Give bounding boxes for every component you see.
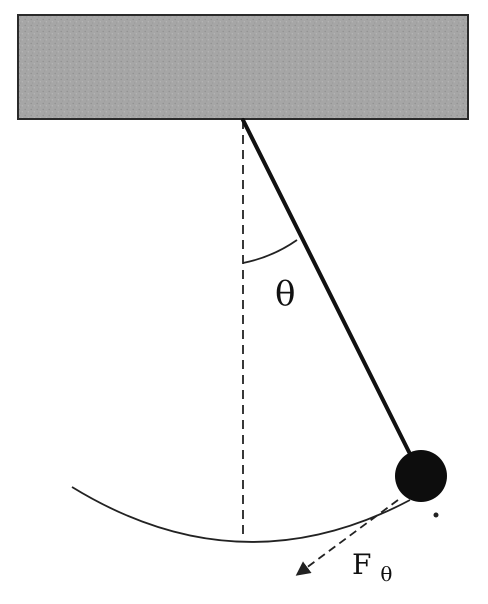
force-arrow xyxy=(295,499,399,576)
pendulum-bob xyxy=(395,450,447,502)
angle-arc xyxy=(242,239,298,264)
bob-speck xyxy=(433,512,439,518)
force-label: F θ xyxy=(352,548,392,586)
swing-path-arc xyxy=(71,486,411,543)
force-label-main: F xyxy=(352,548,371,581)
angle-label: θ xyxy=(275,274,295,314)
pendulum-rod xyxy=(241,118,415,462)
force-label-subscript: θ xyxy=(380,562,392,586)
ceiling-support xyxy=(17,14,469,120)
